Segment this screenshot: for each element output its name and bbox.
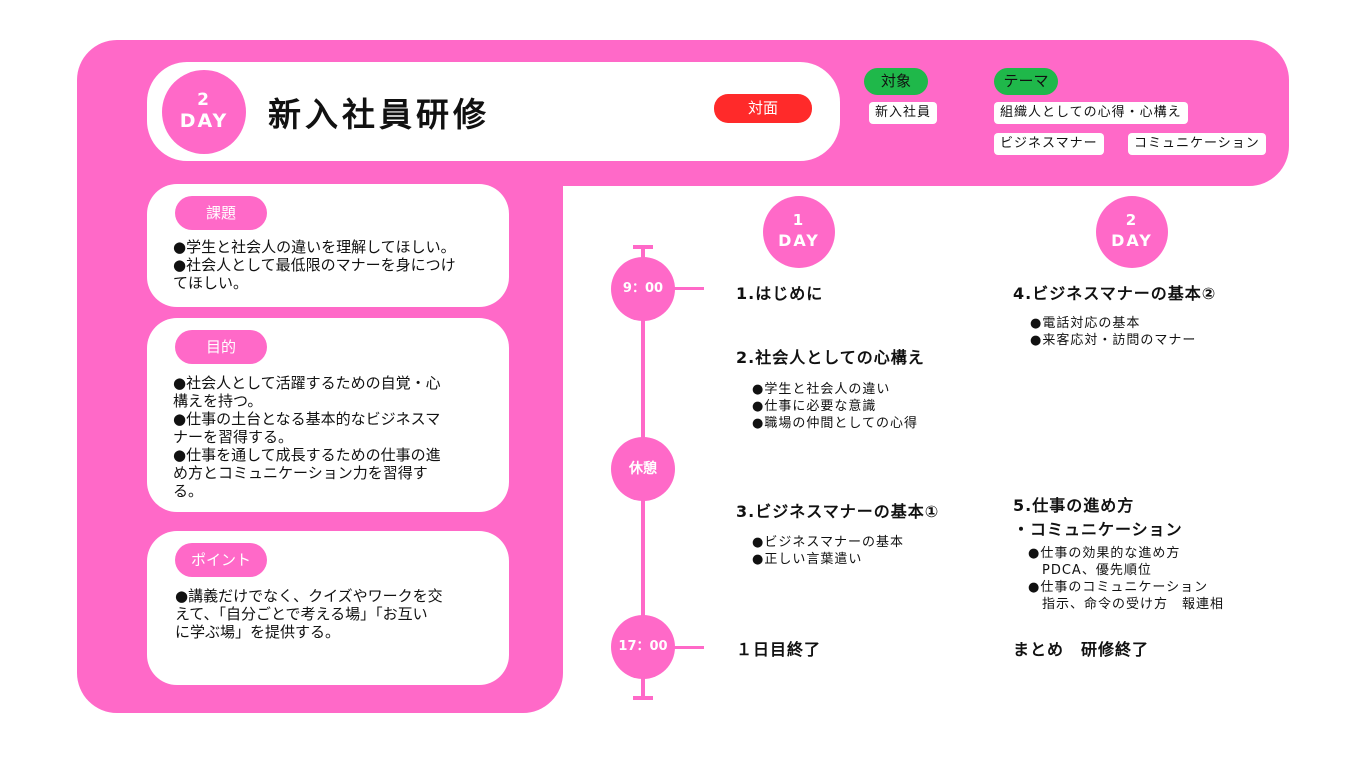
theme-tag-3: コミュニケーション — [1128, 133, 1266, 155]
day2-end: まとめ 研修終了 — [1013, 640, 1150, 659]
day1-badge: 1 DAY — [763, 196, 835, 268]
timeline-end-node: 17：00 — [611, 615, 675, 679]
theme-tag-1: 組織人としての心得・心構え — [994, 102, 1188, 124]
day-badge-number: 2 — [197, 90, 211, 110]
timeline-bottom-cap — [633, 696, 653, 700]
day2-session5-items: ●仕事の効果的な進め方 PDCA、優先順位 ●仕事のコミュニケーション 指示、命… — [1028, 546, 1225, 612]
day1-end: １日目終了 — [736, 640, 822, 659]
day1-session1-title: 1.はじめに — [736, 284, 824, 303]
day-badge-word: DAY — [179, 110, 229, 132]
day2-number: 2 — [1125, 211, 1139, 229]
purpose-label: 目的 — [175, 330, 267, 364]
day2-badge: 2 DAY — [1096, 196, 1168, 268]
issue-body: ●学生と社会人の違いを理解してほしい。 ●社会人として最低限のマナーを身につけ … — [173, 238, 456, 292]
point-label: ポイント — [175, 543, 267, 577]
day1-word: DAY — [778, 231, 820, 250]
timeline-start-node: 9：00 — [611, 257, 675, 321]
theme-label: テーマ — [994, 68, 1058, 95]
day1-session2-title: 2.社会人としての心構え — [736, 348, 925, 367]
timeline-top-cap — [633, 245, 653, 249]
point-card: ポイント ●講義だけでなく、クイズやワークを交 えて、「自分ごとで考える場」「お… — [147, 531, 509, 685]
day-badge: 2 DAY — [162, 70, 246, 154]
day1-session2-items: ●学生と社会人の違い ●仕事に必要な意識 ●職場の仲間としての心得 — [752, 382, 918, 431]
issue-label: 課題 — [175, 196, 267, 230]
target-tag: 新入社員 — [869, 102, 938, 124]
day1-number: 1 — [792, 211, 806, 229]
issue-card: 課題 ●学生と社会人の違いを理解してほしい。 ●社会人として最低限のマナーを身に… — [147, 184, 509, 307]
day2-session4-items: ●電話対応の基本 ●来客応対・訪問のマナー — [1030, 316, 1197, 348]
mode-badge: 対面 — [714, 94, 812, 123]
day2-session4-title: 4.ビジネスマナーの基本② — [1013, 284, 1217, 303]
day2-session5-title: 5.仕事の進め方 ・コミュニケーション — [1013, 496, 1183, 539]
timeline-break-node: 休憩 — [611, 437, 675, 501]
day1-session3-items: ●ビジネスマナーの基本 ●正しい言葉遣い — [752, 535, 904, 567]
target-label: 対象 — [864, 68, 928, 95]
purpose-body: ●社会人として活躍するための自覚・心 構えを持つ。 ●仕事の土台となる基本的なビ… — [173, 374, 441, 500]
day1-session3-title: 3.ビジネスマナーの基本① — [736, 502, 940, 521]
timeline-start-tick — [672, 287, 704, 290]
page-title: 新入社員研修 — [268, 95, 490, 134]
day2-word: DAY — [1111, 231, 1153, 250]
point-body: ●講義だけでなく、クイズやワークを交 えて、「自分ごとで考える場」「お互い に学… — [175, 587, 443, 641]
purpose-card: 目的 ●社会人として活躍するための自覚・心 構えを持つ。 ●仕事の土台となる基本… — [147, 318, 509, 512]
timeline-end-tick — [672, 646, 704, 649]
theme-tag-2: ビジネスマナー — [994, 133, 1104, 155]
